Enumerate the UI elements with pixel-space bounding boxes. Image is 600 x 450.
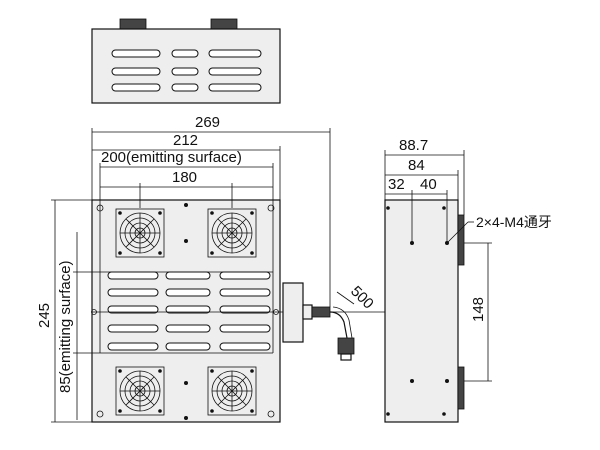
cable-edge xyxy=(332,306,353,339)
dim-hole-offset-1: 32 xyxy=(388,176,405,193)
dimension-lines xyxy=(51,128,492,423)
cable-gland-icon xyxy=(311,306,331,318)
top-view xyxy=(91,18,281,104)
dim-housing-width: 212 xyxy=(173,132,198,149)
top-slot xyxy=(171,83,199,92)
top-slot xyxy=(171,49,199,58)
fan-icon xyxy=(207,366,257,416)
top-bracket-left xyxy=(119,18,147,30)
hole-icon xyxy=(184,239,188,243)
cable-plug-tip xyxy=(340,353,352,361)
screw-icon xyxy=(96,410,104,418)
front-view xyxy=(91,199,385,423)
fan-icon xyxy=(207,208,257,258)
side-view-body xyxy=(384,199,459,423)
side-bracket-top xyxy=(457,214,465,266)
top-slot xyxy=(111,49,161,58)
hole-icon xyxy=(445,379,449,383)
dim-cable-length: 500 xyxy=(347,283,377,313)
top-bracket-right xyxy=(210,18,238,30)
side-bracket-bottom xyxy=(457,366,465,410)
dim-hole-offset-2: 40 xyxy=(420,176,437,193)
top-slot xyxy=(208,67,262,76)
thread-note: 2×4-M4通牙 xyxy=(476,214,552,230)
screw-icon xyxy=(267,204,275,212)
dim-emitting-width: 200(emitting surface) xyxy=(101,149,242,166)
dim-mount-spacing: 148 xyxy=(470,297,487,322)
cable xyxy=(329,311,348,339)
dim-overall-width: 269 xyxy=(195,114,220,131)
top-slot xyxy=(171,67,199,76)
hole-icon xyxy=(184,381,188,385)
screw-icon xyxy=(267,410,275,418)
dim-depth-body: 84 xyxy=(408,157,425,174)
top-slot xyxy=(208,83,262,92)
front-slots xyxy=(107,271,271,351)
cable-plug-icon xyxy=(337,337,355,355)
hole-icon xyxy=(184,203,188,207)
top-view-body xyxy=(91,28,281,104)
dim-emitting-height: 85(emitting surface) xyxy=(57,260,74,393)
side-view xyxy=(384,199,465,423)
dim-height: 245 xyxy=(36,303,53,328)
top-slot xyxy=(111,67,161,76)
dim-depth-total: 88.7 xyxy=(399,137,428,154)
connector xyxy=(282,282,355,361)
top-slot xyxy=(111,83,161,92)
fan-icon xyxy=(115,208,165,258)
top-slot xyxy=(208,49,262,58)
connector-nut xyxy=(302,304,313,320)
fan-icon xyxy=(115,366,165,416)
hole-icon xyxy=(184,416,188,420)
hole-icon xyxy=(410,379,414,383)
dim-fan-spacing: 180 xyxy=(172,169,197,186)
connector-housing xyxy=(282,282,304,343)
